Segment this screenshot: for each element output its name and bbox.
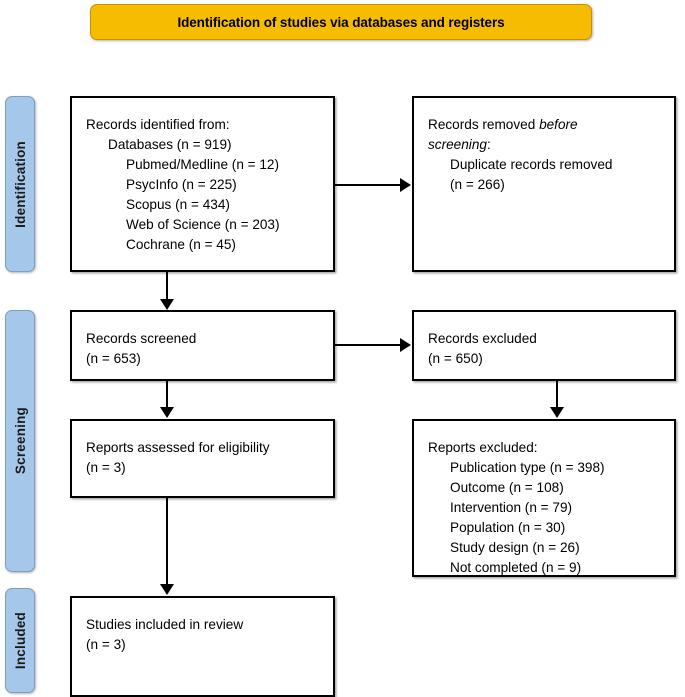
records-identified-psycinfo: PsycInfo (n = 225) xyxy=(126,177,237,192)
phase-label-included-text: Included xyxy=(12,611,28,670)
records-excluded-count: (n = 650) xyxy=(428,351,483,366)
box-reports-assessed-eligibility: Reports assessed for eligibility (n = 3) xyxy=(70,419,335,498)
diagram-header-banner: Identification of studies via databases … xyxy=(90,4,592,40)
reports-assessed-count: (n = 3) xyxy=(86,460,126,475)
records-identified-web-of-science: Web of Science (n = 203) xyxy=(126,217,280,232)
reports-excluded-heading: Reports excluded: xyxy=(428,440,538,455)
phase-label-screening: Screening xyxy=(5,310,35,572)
connector-records-excluded-to-reports-excluded-line xyxy=(556,381,559,408)
box-records-identified: Records identified from: Databases (n = … xyxy=(70,96,335,272)
records-identified-pubmed: Pubmed/Medline (n = 12) xyxy=(126,157,280,172)
studies-included-label: Studies included in review xyxy=(86,617,244,632)
box-reports-excluded: Reports excluded: Publication type (n = … xyxy=(412,419,676,577)
phase-label-identification: Identification xyxy=(5,96,35,272)
reports-excluded-study-design: Study design (n = 26) xyxy=(450,540,580,555)
records-removed-heading-colon: : xyxy=(486,137,491,152)
connector-eligibility-to-included-arrow xyxy=(160,584,174,595)
phase-label-identification-text: Identification xyxy=(12,140,28,228)
reports-excluded-intervention: Intervention (n = 79) xyxy=(450,500,573,515)
box-records-excluded: Records excluded (n = 650) xyxy=(412,310,676,381)
connector-eligibility-to-included-line xyxy=(166,498,169,585)
records-removed-duplicates-count: (n = 266) xyxy=(450,177,505,192)
box-studies-included-in-review: Studies included in review (n = 3) xyxy=(70,596,335,697)
records-removed-duplicates-label: Duplicate records removed xyxy=(450,157,613,172)
records-removed-heading-emphasis-before: before xyxy=(539,117,578,132)
studies-included-count: (n = 3) xyxy=(86,637,126,652)
records-excluded-label: Records excluded xyxy=(428,331,537,346)
records-screened-label: Records screened xyxy=(86,331,197,346)
connector-screened-to-records-excluded-line xyxy=(335,344,401,347)
connector-identified-to-removed-arrow xyxy=(400,177,411,192)
phase-label-screening-text: Screening xyxy=(12,407,28,475)
reports-excluded-not-completed: Not completed (n = 9) xyxy=(450,560,582,575)
box-records-screened: Records screened (n = 653) xyxy=(70,310,335,381)
reports-excluded-publication-type: Publication type (n = 398) xyxy=(450,460,605,475)
records-removed-heading-line1: Records removed before xyxy=(428,115,674,135)
box-records-removed: Records removed before screening: Duplic… xyxy=(412,96,676,272)
connector-identified-to-screened-line xyxy=(166,272,169,300)
records-identified-databases: Databases (n = 919) xyxy=(108,137,232,152)
connector-screened-to-eligibility-arrow xyxy=(160,407,174,418)
records-identified-cochrane: Cochrane (n = 45) xyxy=(126,237,236,252)
connector-screened-to-records-excluded-arrow xyxy=(400,337,411,352)
reports-excluded-outcome: Outcome (n = 108) xyxy=(450,480,564,495)
records-identified-heading: Records identified from: xyxy=(86,117,230,132)
phase-label-included: Included xyxy=(5,588,35,693)
reports-assessed-label: Reports assessed for eligibility xyxy=(86,440,270,455)
connector-screened-to-eligibility-line xyxy=(166,381,169,408)
records-removed-heading-line2: screening: xyxy=(428,135,674,155)
reports-excluded-population: Population (n = 30) xyxy=(450,520,566,535)
records-screened-count: (n = 653) xyxy=(86,351,141,366)
connector-identified-to-removed-line xyxy=(335,184,401,187)
records-removed-heading-text: Records removed xyxy=(428,117,540,132)
diagram-title: Identification of studies via databases … xyxy=(177,14,505,30)
connector-identified-to-screened-arrow xyxy=(160,299,174,310)
records-removed-heading-emphasis-screening: screening xyxy=(428,137,487,152)
connector-records-excluded-to-reports-excluded-arrow xyxy=(550,407,564,418)
records-identified-scopus: Scopus (n = 434) xyxy=(126,197,230,212)
